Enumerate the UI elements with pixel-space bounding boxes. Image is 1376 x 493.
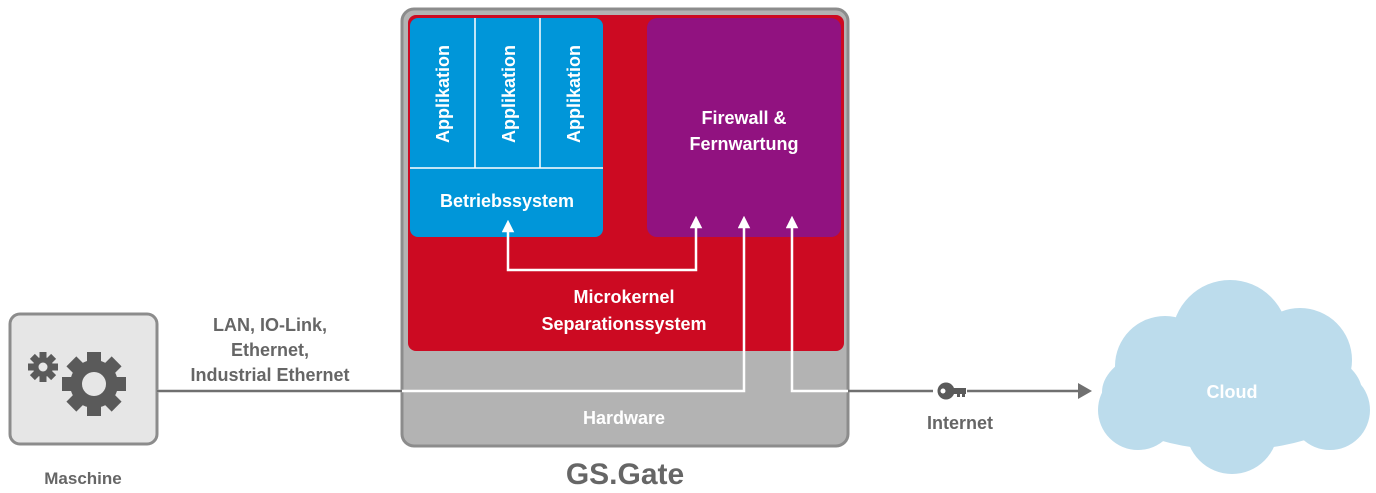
key-icon [933, 380, 967, 402]
gateway-name: GS.Gate [566, 458, 684, 491]
application-label-2: Applikation [499, 45, 519, 143]
cloud-label: Cloud [1207, 382, 1258, 402]
os-label: Betriebssystem [440, 191, 574, 211]
os-block [410, 18, 603, 237]
connection-label-line-1: LAN, IO-Link, [213, 315, 327, 335]
connection-label-line-2: Ethernet, [231, 340, 309, 360]
microkernel-label-line-2: Separationssystem [541, 314, 706, 334]
firewall-internet-link [785, 215, 848, 393]
firewall-block [647, 18, 841, 237]
application-label-3: Applikation [564, 45, 584, 143]
microkernel-label-line-1: Microkernel [573, 287, 674, 307]
os-firewall-link [501, 215, 703, 272]
hardware-label: Hardware [583, 408, 665, 428]
machine-label: Maschine [44, 469, 121, 488]
connection-label-line-3: Industrial Ethernet [190, 365, 349, 385]
machine-node [8, 312, 159, 446]
firewall-label-line-1: Firewall & [701, 108, 786, 128]
application-label-1: Applikation [433, 45, 453, 143]
cloud-icon [1098, 280, 1370, 474]
firewall-label-line-2: Fernwartung [689, 134, 798, 154]
internet-label: Internet [927, 413, 993, 433]
gears-icon [28, 352, 126, 416]
cloud-arrowhead [1078, 383, 1092, 399]
